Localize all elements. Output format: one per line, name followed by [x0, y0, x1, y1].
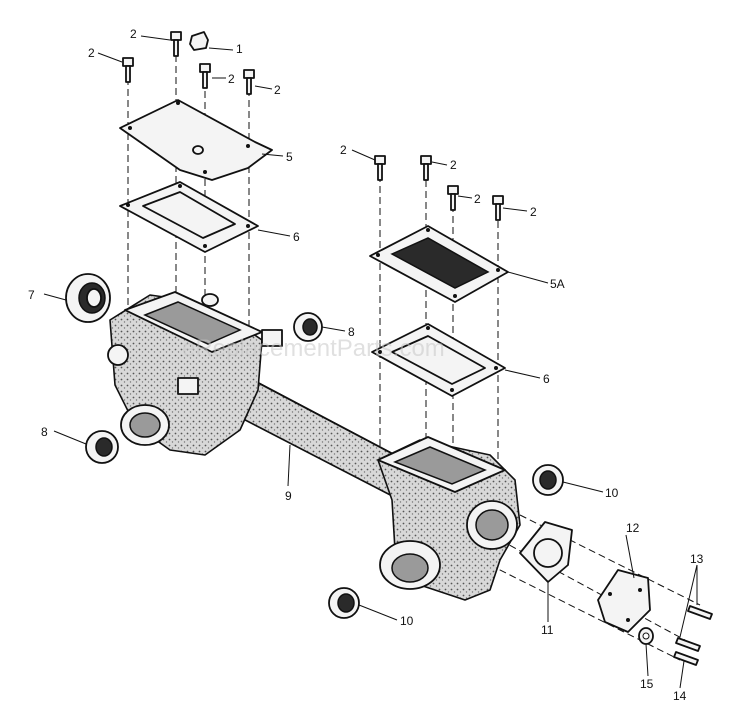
- callout-8: 8: [41, 425, 48, 439]
- bearing-10-lower: [328, 587, 360, 619]
- callout-12: 12: [626, 521, 640, 535]
- callout-9: 9: [285, 489, 292, 503]
- callout-5: 5: [286, 150, 293, 164]
- callout-2: 2: [88, 46, 95, 60]
- callout-1: 1: [236, 42, 243, 56]
- axle-housing: [107, 291, 521, 601]
- cover-plate-5: [119, 99, 273, 181]
- callout-2: 2: [130, 27, 137, 41]
- cover-12: [597, 569, 651, 633]
- callout-2: 2: [274, 83, 281, 97]
- callout-15: 15: [640, 677, 654, 691]
- callout-6: 6: [293, 230, 300, 244]
- callout-11: 11: [541, 623, 554, 637]
- gasket-6-left: [119, 181, 259, 253]
- cover-plate-5a: [369, 225, 509, 303]
- callout-2: 2: [450, 158, 457, 172]
- watermark: eReplacementParts.com: [182, 335, 445, 362]
- washer-15: [638, 627, 654, 645]
- callout-7: 7: [28, 288, 35, 302]
- callout-labels: 2 1 2 2 2 5 6 7 8 8 9 2 2 2 2 5A 6 10 10…: [28, 27, 704, 703]
- bolts-2: [122, 31, 504, 221]
- seal-7: [65, 273, 111, 323]
- bearing-8-left: [85, 430, 119, 464]
- callout-2: 2: [340, 143, 347, 157]
- callout-6: 6: [543, 372, 550, 386]
- callout-2: 2: [530, 205, 537, 219]
- gasket-6-right: [371, 323, 506, 397]
- bearing-8-right: [293, 312, 323, 342]
- callout-13: 13: [690, 552, 704, 566]
- callout-2: 2: [474, 192, 481, 206]
- gasket-11: [519, 521, 573, 583]
- leader-lines: [43, 35, 698, 689]
- callout-14: 14: [673, 689, 687, 703]
- callout-8: 8: [348, 325, 355, 339]
- breather-1: [189, 31, 209, 51]
- bolts-13-14: [673, 605, 713, 666]
- callout-5a: 5A: [550, 277, 565, 291]
- callout-2: 2: [228, 72, 235, 86]
- bearing-10-upper: [532, 464, 564, 496]
- callout-10: 10: [605, 486, 619, 500]
- callout-10: 10: [400, 614, 414, 628]
